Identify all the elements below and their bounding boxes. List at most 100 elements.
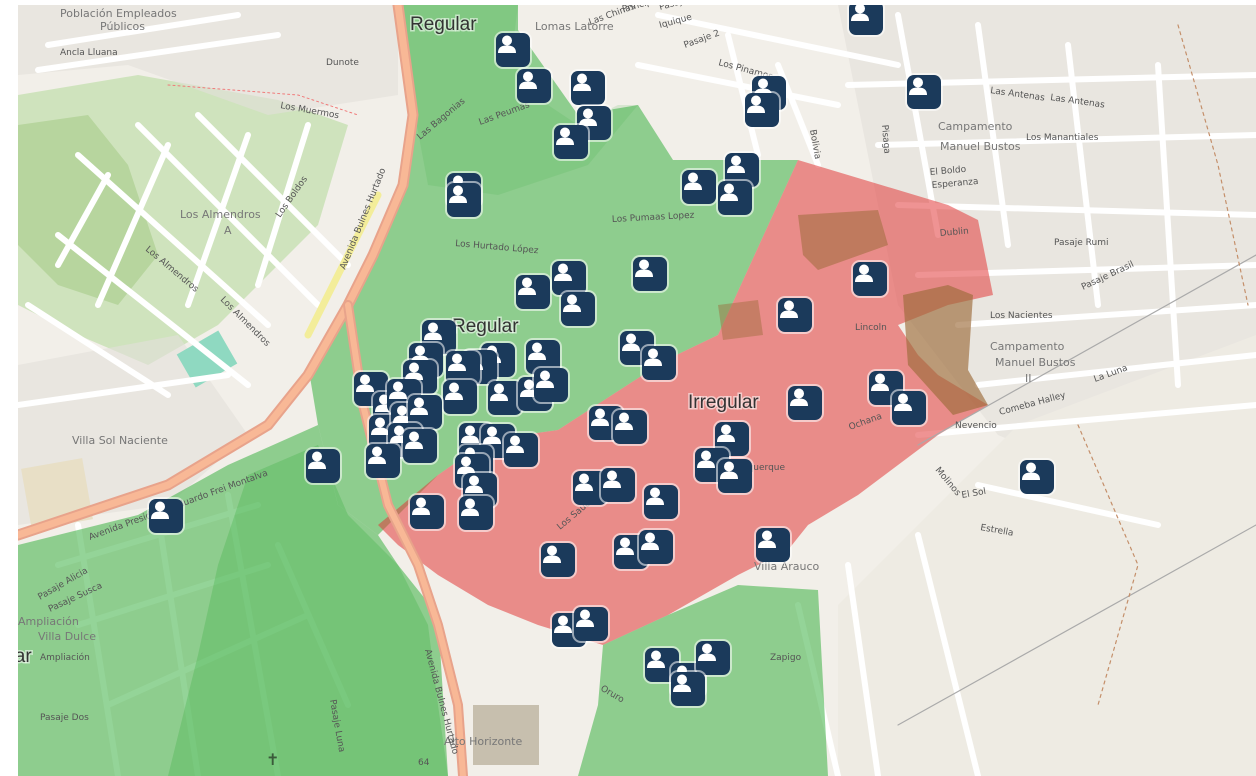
person-icon	[461, 425, 479, 443]
person-icon	[575, 473, 593, 491]
person-marker[interactable]	[907, 75, 941, 109]
person-icon	[356, 374, 374, 392]
street-label: Lincoln	[855, 323, 887, 333]
person-marker[interactable]	[642, 346, 676, 380]
person-icon	[483, 426, 501, 444]
sports-field	[176, 330, 238, 388]
person-icon	[647, 650, 665, 668]
person-marker[interactable]	[682, 170, 716, 204]
place-label: Manuel Bustos	[940, 140, 1021, 153]
person-marker[interactable]	[403, 429, 437, 463]
person-icon	[151, 501, 169, 519]
person-marker[interactable]	[696, 641, 730, 675]
zone-label-regular-north: Regular	[410, 14, 477, 35]
person-marker[interactable]	[447, 183, 481, 217]
zone-label-regular-west: ular	[18, 646, 32, 667]
person-icon	[698, 643, 716, 661]
person-icon	[449, 185, 467, 203]
person-marker[interactable]	[488, 381, 522, 415]
person-icon	[389, 381, 407, 399]
place-label: II	[1025, 372, 1032, 385]
person-marker[interactable]	[671, 672, 705, 706]
person-icon	[519, 71, 537, 89]
street-label: Abuquerque	[730, 463, 785, 473]
street-label: Los Nacientes	[990, 311, 1053, 321]
place-label: Campamento	[990, 340, 1065, 353]
person-marker[interactable]	[534, 368, 568, 402]
person-marker[interactable]	[574, 607, 608, 641]
person-marker[interactable]	[306, 449, 340, 483]
person-icon	[448, 353, 466, 371]
street-label: Dublin	[939, 226, 969, 238]
zone-label-regular-center: Regular	[452, 316, 519, 337]
person-marker[interactable]	[756, 528, 790, 562]
person-marker[interactable]	[613, 410, 647, 444]
person-marker[interactable]	[446, 351, 480, 385]
person-marker[interactable]	[718, 181, 752, 215]
person-marker[interactable]	[571, 71, 605, 105]
brown-patch	[798, 210, 888, 270]
person-marker[interactable]	[849, 5, 883, 35]
place-label: Ampliación	[18, 615, 79, 628]
person-marker[interactable]	[892, 391, 926, 425]
zone-irregular[interactable]	[378, 160, 993, 645]
person-marker[interactable]	[601, 468, 635, 502]
street-label: Zapigo	[770, 653, 802, 663]
person-icon	[720, 183, 738, 201]
person-icon	[424, 322, 442, 340]
cross-symbol: ✝	[266, 752, 279, 769]
person-marker[interactable]	[541, 543, 575, 577]
person-marker[interactable]	[1020, 460, 1054, 494]
place-label: Lomas Latorre	[535, 20, 614, 33]
person-icon	[576, 609, 594, 627]
person-marker[interactable]	[644, 485, 678, 519]
person-marker[interactable]	[788, 386, 822, 420]
person-icon	[506, 435, 524, 453]
person-icon	[673, 674, 691, 692]
street-label: Ampliación	[40, 652, 90, 663]
place-label: Villa Arauco	[754, 560, 819, 573]
person-marker[interactable]	[778, 298, 812, 332]
person-marker[interactable]	[443, 380, 477, 414]
person-marker[interactable]	[552, 261, 586, 295]
person-icon	[518, 277, 536, 295]
person-marker[interactable]	[853, 262, 887, 296]
person-marker[interactable]	[561, 292, 595, 326]
person-icon	[371, 417, 389, 435]
person-marker[interactable]	[517, 69, 551, 103]
person-marker[interactable]	[149, 499, 183, 533]
zone-regular-west[interactable]	[18, 425, 448, 776]
person-icon	[603, 470, 621, 488]
zone-labels: RegularRegularIrregularular	[18, 13, 761, 669]
person-icon	[393, 405, 411, 423]
person-marker[interactable]	[504, 433, 538, 467]
person-marker[interactable]	[459, 496, 493, 530]
person-icon	[616, 537, 634, 555]
person-icon	[591, 408, 609, 426]
zone-regular-southwest[interactable]	[168, 445, 448, 776]
person-icon	[543, 545, 561, 563]
person-marker[interactable]	[639, 530, 673, 564]
person-marker[interactable]	[410, 495, 444, 529]
street-label: Los Manantiales	[1026, 133, 1099, 143]
person-marker[interactable]	[496, 33, 530, 67]
street-label: Esperanza	[931, 177, 978, 191]
person-marker[interactable]	[633, 257, 667, 291]
person-marker[interactable]	[366, 444, 400, 478]
person-marker[interactable]	[526, 340, 560, 374]
person-marker[interactable]	[516, 275, 550, 309]
street-label: Pisaga	[879, 124, 892, 154]
person-icon	[445, 382, 463, 400]
person-icon	[498, 35, 516, 53]
street-label: Ancla Lluana	[60, 48, 118, 58]
place-label: Villa Dulce	[38, 630, 96, 643]
zone-label-irregular: Irregular	[688, 392, 759, 413]
person-icon	[573, 73, 591, 91]
person-marker[interactable]	[554, 125, 588, 159]
person-marker[interactable]	[745, 93, 779, 127]
person-marker[interactable]	[718, 459, 752, 493]
person-icon	[490, 383, 508, 401]
person-icon	[520, 379, 538, 397]
